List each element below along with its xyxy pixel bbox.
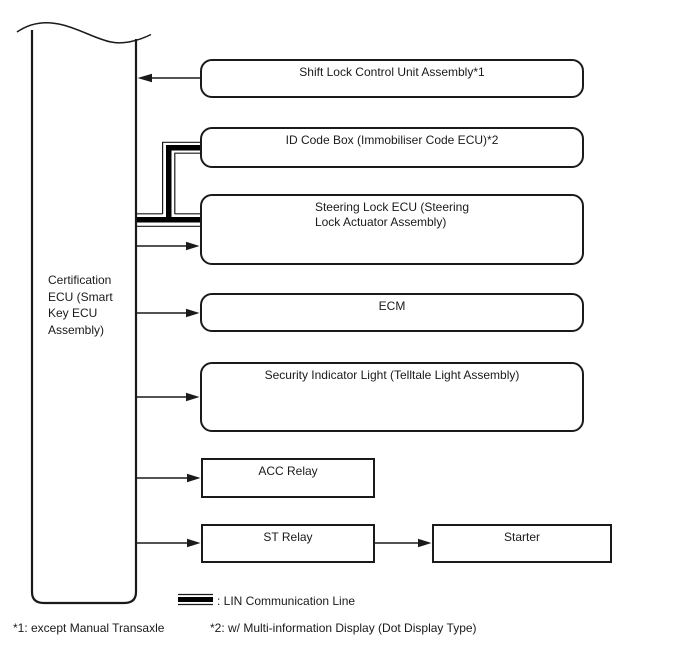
ecu-label: Certification ECU (Smart Key ECU Assembl… <box>48 273 113 337</box>
node-starter-label: Starter <box>503 530 540 544</box>
arrow-shift-lock-to-ecu <box>137 73 200 83</box>
node-starter: Starter <box>432 524 612 563</box>
arrow-ecu-to-steering-lock <box>137 241 200 251</box>
node-acc-relay: ACC Relay <box>201 458 375 498</box>
arrow-ecu-to-ecm <box>137 308 200 318</box>
node-security-indicator-light: Security Indicator Light (Telltale Light… <box>200 362 584 432</box>
node-id-code-box: ID Code Box (Immobiliser Code ECU)*2 <box>200 127 584 168</box>
arrow-ecu-to-acc-relay <box>137 473 201 483</box>
node-security-indicator-label: Security Indicator Light (Telltale Light… <box>264 368 520 382</box>
node-acc-relay-label: ACC Relay <box>258 464 318 478</box>
node-steering-lock-ecu: Steering Lock ECU (Steering Lock Actuato… <box>200 194 584 265</box>
ecu-box-outline <box>30 30 138 605</box>
footnote-1: *1: except Manual Transaxle <box>13 621 165 635</box>
arrow-ecu-to-st-relay <box>137 538 201 548</box>
node-steering-lock-label: Steering Lock ECU (Steering Lock Actuato… <box>314 200 470 229</box>
arrow-ecu-to-security-indicator <box>137 392 200 402</box>
arrow-st-relay-to-starter <box>375 538 432 548</box>
lin-legend-label: : LIN Communication Line <box>217 594 356 608</box>
node-ecm: ECM <box>200 293 584 332</box>
node-shift-lock-control-unit: Shift Lock Control Unit Assembly*1 <box>200 59 584 98</box>
node-id-code-box-label: ID Code Box (Immobiliser Code ECU)*2 <box>285 133 499 147</box>
node-ecm-label: ECM <box>378 299 406 313</box>
lin-communication-lines <box>137 141 200 227</box>
node-st-relay: ST Relay <box>201 524 375 563</box>
lin-legend-symbol <box>178 593 213 606</box>
node-st-relay-label: ST Relay <box>263 530 313 544</box>
break-line-wave <box>16 22 152 44</box>
footnote-2: *2: w/ Multi-information Display (Dot Di… <box>210 621 477 635</box>
node-shift-lock-label: Shift Lock Control Unit Assembly*1 <box>299 65 485 79</box>
